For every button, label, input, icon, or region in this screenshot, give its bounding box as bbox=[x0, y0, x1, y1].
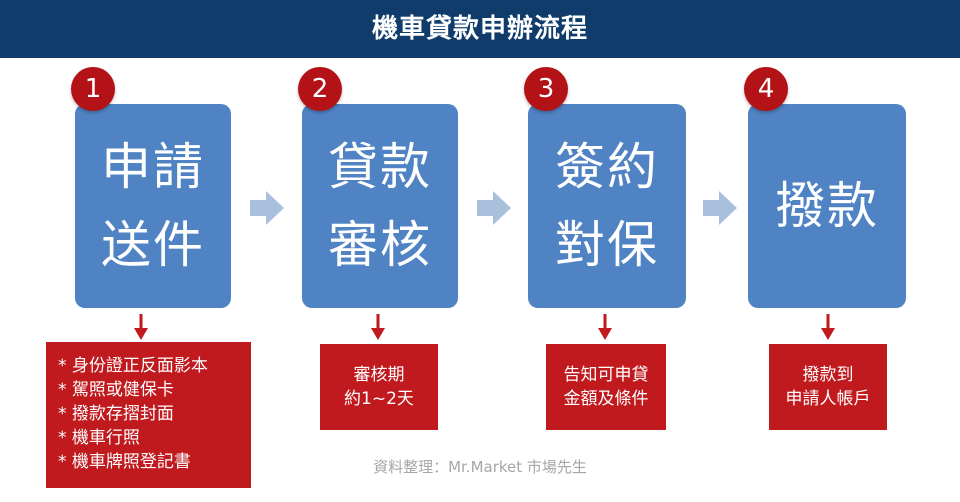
note-line: 告知可申貸 bbox=[563, 365, 649, 385]
step-box-4: 撥款 bbox=[748, 104, 906, 308]
step-2-line2: 審核 bbox=[328, 216, 432, 274]
chevron-right-icon bbox=[477, 191, 511, 225]
step-3-line1: 簽約 bbox=[555, 138, 659, 196]
step-4-line1: 撥款 bbox=[775, 177, 879, 235]
step-2-number-badge: 2 bbox=[298, 67, 342, 111]
requirement-item: * 身份證正反面影本 bbox=[58, 356, 208, 376]
step-1-line1: 申請 bbox=[101, 138, 205, 196]
step-2-line1: 貸款 bbox=[328, 138, 432, 196]
source-credit: 資料整理：Mr.Market 市場先生 bbox=[373, 458, 587, 476]
step-3-line2: 對保 bbox=[555, 216, 659, 274]
step-1-number-badge: 1 bbox=[71, 67, 115, 111]
step-4-number-badge: 4 bbox=[744, 67, 788, 111]
step-4-note: 撥款到 申請人帳戶 bbox=[769, 344, 887, 430]
step-box-1: 申請 送件 bbox=[75, 104, 231, 308]
step-box-2: 貸款 審核 bbox=[302, 104, 458, 308]
arrow-down-icon bbox=[371, 314, 385, 340]
step-1-line2: 送件 bbox=[101, 216, 205, 274]
arrow-down-icon bbox=[598, 314, 612, 340]
arrow-down-icon bbox=[134, 314, 148, 340]
note-line: 審核期 bbox=[353, 365, 405, 385]
requirement-item: * 撥款存摺封面 bbox=[58, 404, 174, 424]
page-title: 機車貸款申辦流程 bbox=[371, 14, 588, 44]
requirement-item: * 機車牌照登記書 bbox=[58, 452, 191, 472]
note-line: 撥款到 bbox=[802, 365, 854, 385]
requirement-item: * 機車行照 bbox=[58, 428, 140, 448]
note-line: 申請人帳戶 bbox=[785, 389, 871, 409]
step-1-requirements: * 身份證正反面影本 * 駕照或健保卡 * 撥款存摺封面 * 機車行照 * 機車… bbox=[46, 342, 251, 488]
step-3-number-badge: 3 bbox=[524, 67, 568, 111]
chevron-right-icon bbox=[250, 191, 284, 225]
note-line: 金額及條件 bbox=[563, 389, 649, 409]
requirement-item: * 駕照或健保卡 bbox=[58, 380, 174, 400]
chevron-right-icon bbox=[703, 191, 737, 225]
note-line: 約1~2天 bbox=[344, 389, 414, 409]
title-bar bbox=[0, 0, 960, 58]
step-box-3: 簽約 對保 bbox=[528, 104, 686, 308]
step-3-note: 告知可申貸 金額及條件 bbox=[546, 344, 666, 430]
arrow-down-icon bbox=[821, 314, 835, 340]
step-2-note: 審核期 約1~2天 bbox=[320, 344, 438, 430]
